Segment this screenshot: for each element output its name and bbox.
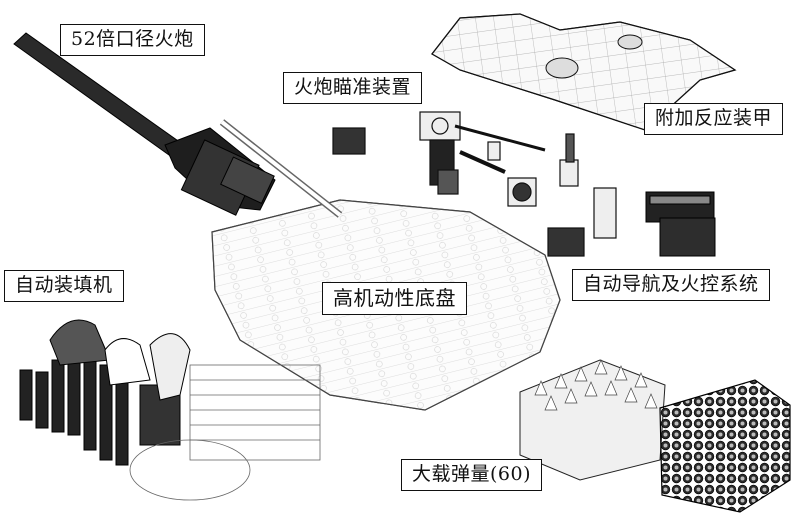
gun-sight-label: 火炮瞄准装置: [283, 72, 423, 104]
chassis-label: 高机动性底盘: [322, 282, 467, 315]
ammunition-illustration: [519, 359, 791, 513]
gun-sight-illustration: [332, 111, 617, 257]
ammo-capacity-label: 大载弹量(60): [401, 459, 543, 491]
main-gun-label: 52倍口径火炮: [60, 24, 205, 56]
chassis-illustration: [211, 119, 561, 411]
reactive-armor-label: 附加反应装甲: [644, 103, 784, 135]
autoloader-label: 自动装填机: [4, 270, 124, 302]
reactive-armor-illustration: [431, 13, 737, 131]
fire-control-illustration: [645, 191, 716, 257]
main-gun-illustration: [13, 32, 276, 216]
autoloader-illustration: [19, 319, 321, 501]
fire-control-label: 自动导航及火控系统: [572, 269, 770, 301]
